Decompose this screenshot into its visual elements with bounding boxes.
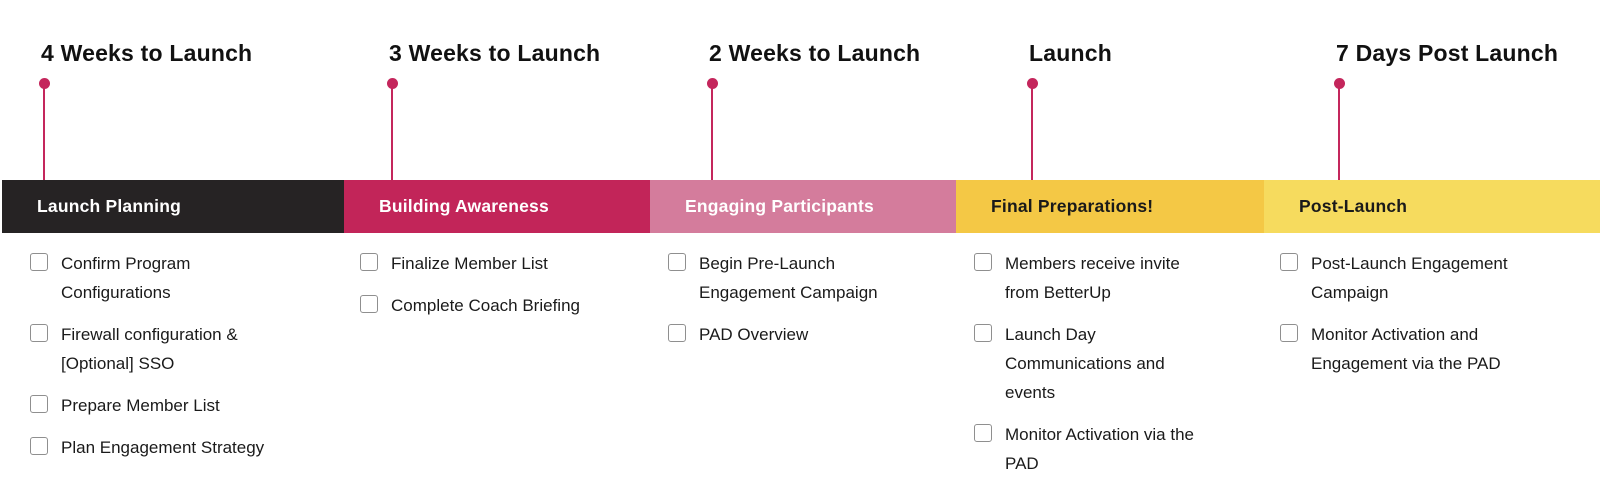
- checklist-item-label: Begin Pre-Launch Engagement Campaign: [699, 254, 878, 302]
- timeline-dot: [386, 78, 398, 89]
- checkbox[interactable]: [360, 295, 378, 313]
- checklist: Finalize Member List Complete Coach Brie…: [360, 249, 646, 320]
- phase-column-final-preparations: Launch Final Preparations! Members recei…: [956, 0, 1264, 489]
- timeline-connector: [390, 84, 394, 180]
- checklist-item: Monitor Activation and Engagement via th…: [1280, 320, 1596, 378]
- checklist-item-label: Post-Launch Engagement Campaign: [1311, 254, 1508, 302]
- checklist: Members receive invite from BetterUp Lau…: [974, 249, 1260, 478]
- checkbox[interactable]: [668, 324, 686, 342]
- checklist: Confirm Program Configurations Firewall …: [30, 249, 340, 462]
- checklist-item: Prepare Member List: [30, 391, 340, 420]
- phase-header: Post-Launch: [1264, 180, 1600, 233]
- checkbox[interactable]: [974, 324, 992, 342]
- phase-column-launch-planning: 4 Weeks to Launch Launch Planning Confir…: [2, 0, 344, 489]
- checklist-item: Members receive invite from BetterUp: [974, 249, 1260, 307]
- checklist-item-label: Members receive invite from BetterUp: [1005, 254, 1180, 302]
- phase-column-engaging-participants: 2 Weeks to Launch Engaging Participants …: [650, 0, 956, 489]
- checklist-item: Complete Coach Briefing: [360, 291, 646, 320]
- milestone-label: 7 Days Post Launch: [1336, 40, 1559, 66]
- phase-header: Building Awareness: [344, 180, 650, 233]
- checkbox[interactable]: [1280, 253, 1298, 271]
- checklist-item: Begin Pre-Launch Engagement Campaign: [668, 249, 952, 307]
- checkbox[interactable]: [974, 424, 992, 442]
- checkbox[interactable]: [30, 395, 48, 413]
- checkbox[interactable]: [30, 437, 48, 455]
- timeline-connector: [1030, 84, 1034, 180]
- checklist-item-label: Monitor Activation and Engagement via th…: [1311, 325, 1501, 373]
- checkbox[interactable]: [360, 253, 378, 271]
- timeline-dot: [706, 78, 718, 89]
- checkbox[interactable]: [1280, 324, 1298, 342]
- timeline-dot: [1026, 78, 1038, 89]
- phase-header: Launch Planning: [2, 180, 344, 233]
- timeline-connector: [42, 84, 46, 180]
- checklist-item: Firewall configuration & [Optional] SSO: [30, 320, 340, 378]
- phase-column-post-launch: 7 Days Post Launch Post-Launch Post-Laun…: [1264, 0, 1600, 489]
- phase-header-label: Launch Planning: [37, 196, 181, 216]
- phase-header: Final Preparations!: [956, 180, 1264, 233]
- checklist-item-label: Firewall configuration & [Optional] SSO: [61, 325, 238, 373]
- checkbox[interactable]: [30, 253, 48, 271]
- timeline-connector: [1337, 84, 1341, 180]
- checklist-item-label: Complete Coach Briefing: [391, 296, 580, 315]
- checklist-item: Confirm Program Configurations: [30, 249, 340, 307]
- checklist-item: Post-Launch Engagement Campaign: [1280, 249, 1596, 307]
- timeline-connector: [710, 84, 714, 180]
- checklist-item-label: Launch Day Communications and events: [1005, 325, 1165, 402]
- checklist-item: Launch Day Communications and events: [974, 320, 1260, 407]
- checklist: Post-Launch Engagement Campaign Monitor …: [1280, 249, 1596, 378]
- checklist-item-label: Finalize Member List: [391, 254, 548, 273]
- checklist-item: Plan Engagement Strategy: [30, 433, 340, 462]
- milestone-label: 3 Weeks to Launch: [389, 40, 601, 66]
- phase-header-label: Engaging Participants: [685, 196, 874, 216]
- timeline-dot: [1333, 78, 1345, 89]
- checkbox[interactable]: [30, 324, 48, 342]
- checklist-item: Monitor Activation via the PAD: [974, 420, 1260, 478]
- checklist-item: Finalize Member List: [360, 249, 646, 278]
- phase-header-label: Building Awareness: [379, 196, 549, 216]
- checklist-item-label: Monitor Activation via the PAD: [1005, 425, 1194, 473]
- milestone-label: 4 Weeks to Launch: [41, 40, 253, 66]
- checklist-item: PAD Overview: [668, 320, 952, 349]
- milestone-label: Launch: [1029, 40, 1112, 66]
- phase-header-label: Post-Launch: [1299, 196, 1408, 216]
- checklist: Begin Pre-Launch Engagement Campaign PAD…: [668, 249, 952, 349]
- checklist-item-label: Confirm Program Configurations: [61, 254, 191, 302]
- checkbox[interactable]: [668, 253, 686, 271]
- checklist-item-label: Plan Engagement Strategy: [61, 438, 265, 457]
- checkbox[interactable]: [974, 253, 992, 271]
- milestone-label: 2 Weeks to Launch: [709, 40, 921, 66]
- checklist-item-label: Prepare Member List: [61, 396, 220, 415]
- phase-column-building-awareness: 3 Weeks to Launch Building Awareness Fin…: [344, 0, 650, 489]
- checklist-item-label: PAD Overview: [699, 325, 809, 344]
- timeline-dot: [38, 78, 50, 89]
- phase-header: Engaging Participants: [650, 180, 956, 233]
- phase-header-label: Final Preparations!: [991, 196, 1154, 216]
